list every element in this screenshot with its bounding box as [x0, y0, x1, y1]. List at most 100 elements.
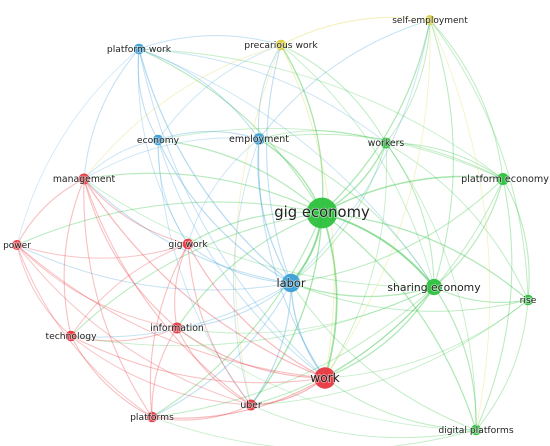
node-information[interactable]: [171, 322, 183, 334]
edge-employment-work: [258, 138, 326, 379]
edge-platform-economy-digital-platforms: [475, 178, 513, 431]
node-sharing-economy[interactable]: [425, 278, 443, 296]
edge-work-gig-work: [187, 243, 326, 379]
label-digital-platforms: digital platforms: [438, 425, 514, 436]
node-digital-platforms[interactable]: [470, 424, 482, 436]
label-platforms: platforms: [130, 412, 174, 423]
edge-labor-management: [83, 178, 292, 284]
edge-digital-platforms-uber: [250, 404, 477, 439]
edge-economy-work: [157, 139, 326, 379]
edge-power-uber: [16, 244, 252, 406]
node-platform-work[interactable]: [133, 43, 145, 55]
edge-rise-digital-platforms: [475, 299, 529, 431]
edge-gig-work-platforms: [149, 243, 189, 418]
edge-labor-self-employment: [290, 19, 431, 284]
node-technology[interactable]: [65, 330, 77, 342]
node-rise[interactable]: [522, 294, 534, 306]
edge-employment-precarious-work: [257, 44, 282, 140]
edge-sharing-economy-uber: [250, 286, 435, 406]
edge-self-employment-digital-platforms: [429, 19, 491, 431]
edge-rise-self-employment: [429, 19, 529, 301]
edge-sharing-economy-labor: [290, 282, 435, 298]
edge-gig-economy-information: [176, 212, 323, 329]
edge-precarious-work-self-employment: [280, 16, 431, 46]
edge-economy-uber: [157, 139, 252, 406]
edge-gig-economy-power: [16, 201, 323, 246]
edge-digital-platforms-information: [176, 327, 477, 431]
edge-gig-economy-precarious-work: [280, 44, 324, 214]
edge-workers-work: [324, 142, 388, 379]
edge-economy-management: [83, 139, 159, 180]
edge-work-technology: [70, 335, 326, 384]
edge-platform-work-work: [138, 48, 326, 379]
edge-gig-work-uber: [187, 243, 252, 406]
edge-gig-economy-technology: [70, 212, 323, 337]
edge-sharing-economy-work: [324, 286, 435, 379]
label-precarious-work: precarious work: [244, 40, 318, 51]
label-power: power: [3, 241, 31, 251]
edge-employment-management: [83, 137, 260, 180]
edge-platform-economy-workers: [385, 142, 504, 180]
edge-sharing-economy-technology: [70, 286, 435, 347]
node-platforms[interactable]: [146, 411, 158, 423]
edge-precarious-work-management: [83, 44, 282, 180]
edge-platform-economy-labor: [290, 178, 504, 284]
edge-gig-economy-uber: [250, 212, 323, 406]
edge-employment-economy: [157, 130, 260, 141]
edge-platform-economy-rise: [502, 178, 530, 301]
edge-gig-economy-management: [83, 172, 323, 214]
label-information: information: [150, 323, 204, 334]
label-employment: employment: [229, 134, 289, 145]
node-economy[interactable]: [152, 134, 164, 146]
edge-management-uber: [83, 178, 252, 406]
edge-platform-economy-platform-work: [138, 48, 504, 180]
edge-gig-economy-self-employment: [321, 19, 431, 214]
node-precarious-work[interactable]: [275, 39, 287, 51]
edge-precarious-work-uber: [234, 44, 282, 406]
edge-work-platforms: [151, 377, 326, 419]
node-workers[interactable]: [380, 137, 392, 149]
node-work[interactable]: [314, 367, 336, 389]
edge-employment-platform-work: [138, 48, 260, 140]
edge-platform-work-workers: [138, 48, 387, 144]
edge-platforms-uber: [151, 404, 252, 421]
edge-workers-digital-platforms: [385, 142, 477, 431]
edge-workers-self-employment: [385, 19, 431, 144]
edge-labor-precarious-work: [266, 44, 292, 284]
edge-power-information: [16, 244, 178, 329]
nodes-layer: [12, 15, 534, 436]
node-platform-economy[interactable]: [497, 173, 509, 185]
node-gig-work[interactable]: [182, 238, 194, 250]
edge-platform-economy-self-employment: [429, 19, 504, 180]
edge-labor-technology: [70, 282, 292, 338]
node-labor[interactable]: [281, 273, 301, 293]
edge-rise-work: [324, 299, 529, 379]
label-platform-work: platform work: [107, 44, 172, 55]
edge-gig-economy-platform-economy: [321, 175, 504, 214]
node-employment[interactable]: [253, 133, 265, 145]
node-self-employment[interactable]: [425, 15, 435, 25]
edge-labor-work: [290, 282, 326, 379]
edge-rise-labor: [290, 282, 529, 312]
edge-labor-power: [16, 244, 292, 291]
edge-sharing-economy-rise: [433, 286, 529, 304]
edge-management-power: [16, 178, 85, 246]
node-gig-economy[interactable]: [306, 197, 338, 229]
edge-sharing-economy-precarious-work: [280, 44, 435, 288]
edge-gig-work-technology: [70, 243, 189, 337]
edge-technology-platforms: [70, 335, 153, 418]
edge-work-management: [83, 178, 326, 379]
edge-sharing-economy-management: [83, 178, 435, 288]
edge-power-technology: [16, 244, 72, 337]
edge-work-power: [16, 244, 326, 379]
edge-information-platforms: [151, 327, 178, 418]
node-uber[interactable]: [245, 399, 257, 411]
edge-sharing-economy-employment: [258, 138, 435, 288]
node-power[interactable]: [12, 240, 22, 250]
node-management[interactable]: [78, 173, 90, 185]
edge-power-platforms: [16, 244, 153, 418]
label-management: management: [53, 174, 116, 185]
label-platform-economy: platform economy: [461, 174, 549, 185]
edge-gig-work-power: [16, 243, 189, 259]
